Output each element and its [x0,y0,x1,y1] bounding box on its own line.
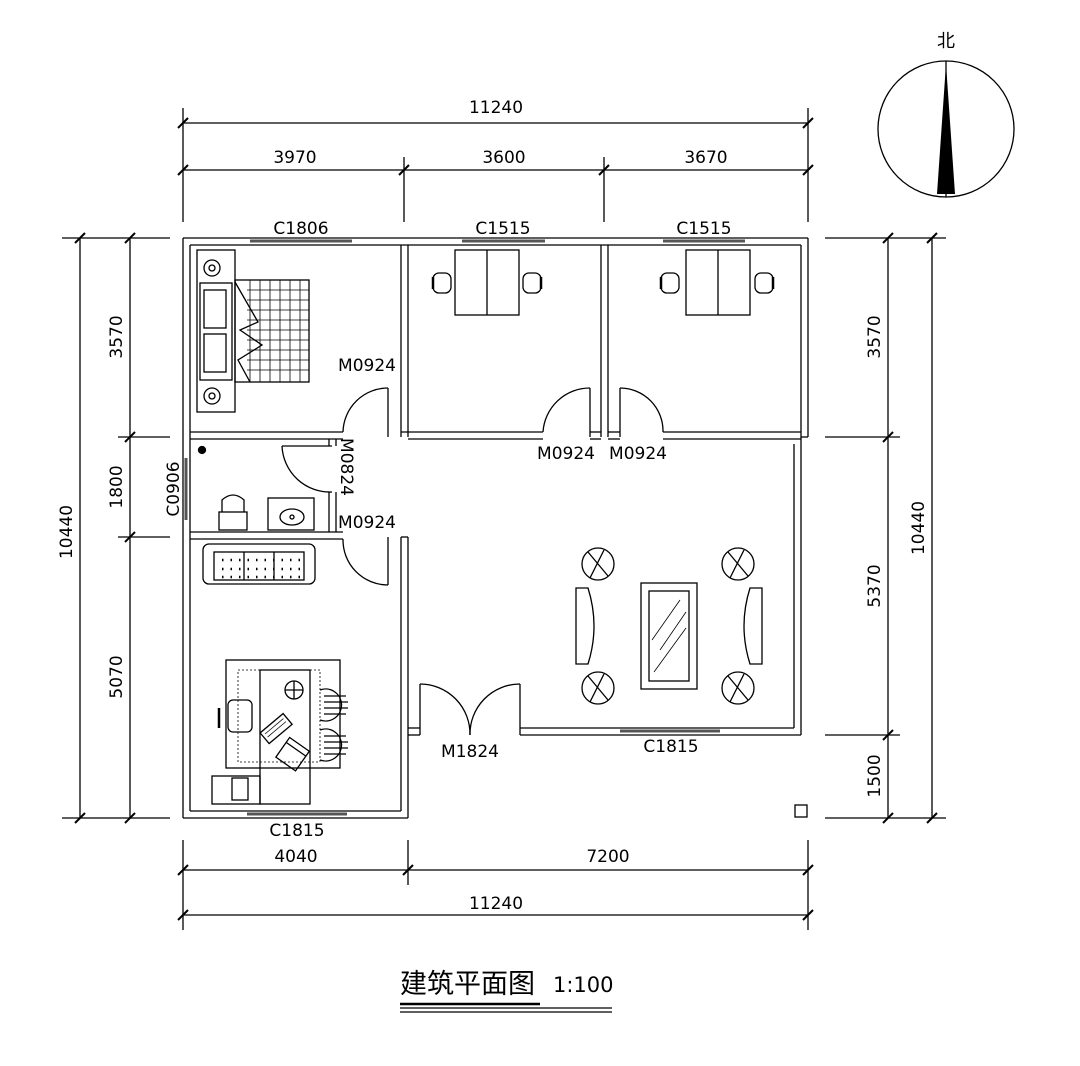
dim-top-seg-3: 3670 [684,148,727,168]
doors [281,387,664,736]
north-label: 北 [937,31,955,52]
label-window-c1815-study: C1815 [269,821,324,841]
walls [182,237,809,819]
tea-table-set-icon [575,547,763,705]
dim-bottom-total: 11240 [469,894,523,914]
label-door-m0924-study: M0924 [338,513,396,533]
left-dimension-lines [62,232,170,824]
desk-set-room3-icon [659,249,775,316]
bottom-dimension-lines [177,840,814,930]
label-door-m0924-room3: M0924 [609,444,667,464]
dim-left-seg-3: 5070 [107,655,127,698]
title-underline [400,1002,612,1013]
sofa-icon [202,543,316,585]
drawing-title: 建筑平面图 [400,969,535,1000]
top-dimension-lines [177,108,814,222]
dim-right-total: 10440 [909,501,929,555]
toilet-icon [218,494,248,531]
dim-top-seg-1: 3970 [273,148,316,168]
dim-right-seg-3: 1500 [865,754,885,797]
label-door-m0824-bath: M0824 [336,438,356,496]
north-arrow-icon [877,60,1015,198]
windows [184,239,745,816]
dim-left-seg-2: 1800 [107,465,127,508]
double-bed-icon [196,249,310,413]
dim-bottom-seg-2: 7200 [586,847,629,867]
label-window-c1515-a: C1515 [475,219,530,239]
desk-set-room2-icon [431,249,543,316]
floor-drain-icon [197,445,207,455]
dim-bottom-seg-1: 4040 [274,847,317,867]
drawing-scale: 1:100 [553,973,614,997]
label-window-c1515-b: C1515 [676,219,731,239]
dim-left-seg-1: 3570 [107,315,127,358]
dim-left-total: 10440 [57,505,77,559]
label-door-m1824-entry: M1824 [441,742,499,762]
dim-top-seg-2: 3600 [482,148,525,168]
column-marker-icon [794,804,808,818]
dim-top-total: 11240 [469,98,523,118]
label-window-c0906: C0906 [164,461,184,516]
washbasin-icon [267,497,315,531]
right-dimension-lines [825,232,946,824]
study-desk-set-icon [211,659,348,805]
dim-right-seg-1: 3570 [865,315,885,358]
label-window-c1806: C1806 [273,219,328,239]
dim-right-seg-2: 5370 [865,564,885,607]
label-door-m0924-bedroom: M0924 [338,356,396,376]
label-window-c1815-living: C1815 [643,737,698,757]
label-door-m0924-room2: M0924 [537,444,595,464]
